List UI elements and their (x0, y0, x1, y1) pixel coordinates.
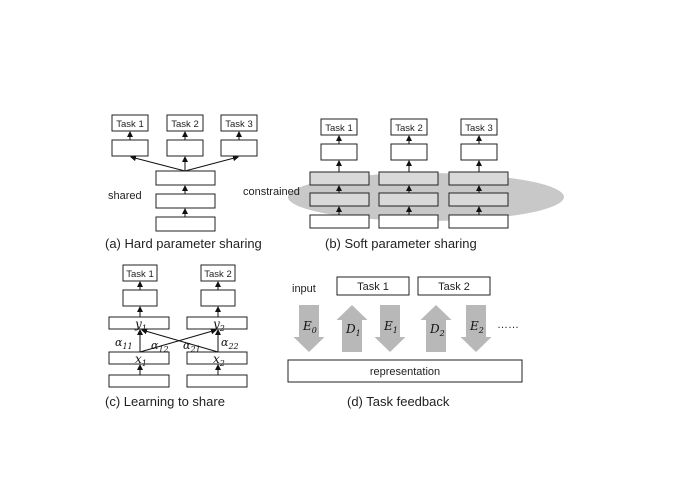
task-layer (220, 139, 258, 157)
constrained-layer (448, 171, 509, 186)
input-layer (108, 374, 170, 388)
constrained-label: constrained (243, 186, 300, 198)
task-layer (122, 289, 158, 307)
arrow-label: D1 (345, 322, 361, 338)
encoder-arrow (460, 305, 492, 352)
layer (378, 214, 439, 229)
task-layer (320, 143, 358, 161)
x1-label: x1 (135, 352, 147, 368)
caption-a: (a) Hard parameter sharing (105, 236, 262, 251)
constrained-layer (309, 192, 370, 207)
constrained-layer (378, 171, 439, 186)
task-label: Task 3 (225, 119, 252, 130)
task-label: Task 1 (357, 281, 389, 293)
y1-label: y1 (134, 317, 147, 333)
arrow (141, 328, 219, 353)
arrow-label: E0 (302, 319, 317, 335)
alpha21-label: α21 (183, 339, 201, 354)
x2-label: x2 (213, 352, 225, 368)
arrow (130, 155, 186, 172)
layer (448, 214, 509, 229)
caption-c: (c) Learning to share (105, 394, 225, 409)
representation-label: representation (370, 366, 440, 378)
arrow-label: E2 (469, 319, 484, 335)
arrow (184, 155, 239, 172)
feedback-arrows: E0 D1 E1 D2 E2 (293, 305, 492, 352)
task-layer (460, 143, 498, 161)
task-label: Task 2 (171, 119, 198, 130)
input-layer (186, 374, 248, 388)
arrow (139, 328, 217, 353)
y2-label: y2 (212, 317, 225, 333)
shared-layer (155, 216, 216, 232)
task-label: Task 2 (395, 123, 422, 134)
shared-label: shared (108, 190, 142, 202)
task-layer (166, 139, 204, 157)
alpha12-label: α12 (151, 339, 169, 354)
caption-d: (d) Task feedback (347, 394, 450, 409)
task-box (417, 276, 491, 296)
constrained-layer (309, 171, 370, 186)
arrow-label: E1 (383, 319, 398, 335)
caption-b: (b) Soft parameter sharing (325, 236, 477, 251)
shared-layer (155, 170, 216, 186)
panel-hard-sharing: Task 1 Task 2 Task 3 shared (a) Hard par… (105, 114, 262, 251)
input-label: input (292, 283, 316, 295)
panel-task-feedback: input Task 1 Task 2 E0 D1 E1 D2 E2 …… repres… (287, 276, 523, 409)
encoder-arrow (293, 305, 325, 352)
panel-soft-sharing: Task 1 Task 2 Task 3 constrai (243, 118, 564, 251)
task-label: Task 1 (126, 269, 153, 280)
task-label: Task 1 (325, 123, 352, 134)
layer (309, 214, 370, 229)
task-label: Task 1 (116, 119, 143, 130)
encoder-arrow (374, 305, 406, 352)
constrained-layer (448, 192, 509, 207)
arrow-label: D2 (429, 322, 445, 338)
task-label: Task 3 (465, 123, 492, 134)
task-layer (200, 289, 236, 307)
shared-layer (155, 193, 216, 209)
panel-learning-to-share: Task 1 Task 2 y1 y2 x1 x2 α11 α12 α21 α2… (105, 264, 248, 409)
decoder-arrow (420, 305, 452, 352)
representation-box (287, 359, 523, 383)
decoder-arrow (336, 305, 368, 352)
ellipsis: …… (497, 319, 519, 331)
alpha11-label: α11 (115, 336, 133, 351)
alpha22-label: α22 (221, 336, 239, 351)
task-label: Task 2 (438, 281, 470, 293)
task-box (336, 276, 410, 296)
constrained-layer (378, 192, 439, 207)
task-layer (390, 143, 428, 161)
task-label: Task 2 (204, 269, 231, 280)
task-layer (111, 139, 149, 157)
